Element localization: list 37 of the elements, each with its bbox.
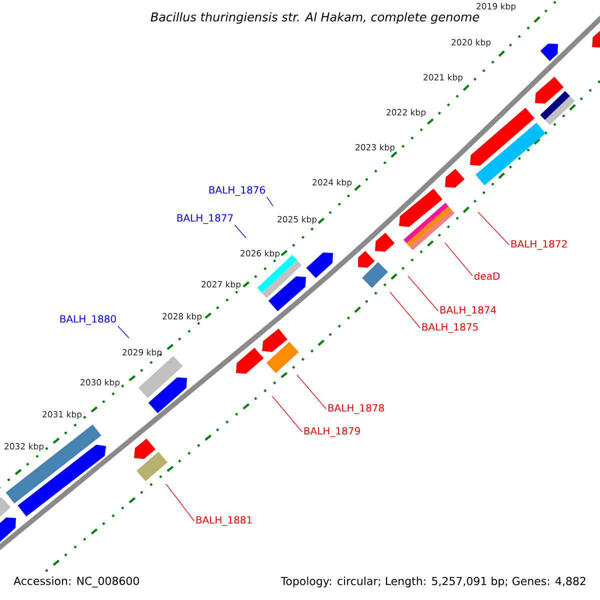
gene-label: BALH_1878 xyxy=(328,404,384,414)
leader-line xyxy=(266,196,274,206)
title: Bacillus thuringiensis str. Al Hakam, complete genome xyxy=(150,12,480,24)
accession-note: Accession: NC_008600 xyxy=(14,576,139,588)
gene-label: BALH_1875 xyxy=(422,323,478,333)
tick-label: 2030 kbp xyxy=(80,378,120,388)
gene-label: BALH_1877 xyxy=(177,214,233,224)
tick-label: 2023 kbp xyxy=(356,144,395,152)
gene-label: BALH_1874 xyxy=(440,306,496,316)
leader-line xyxy=(117,326,130,338)
gene-label: BALH_1876 xyxy=(209,186,265,196)
tick-label: 2024 kbp xyxy=(312,178,352,188)
genome-summary-note: Topology: circular; Length: 5,257,091 bp; Genes: 4,882 xyxy=(280,576,586,588)
tick-label: 2031 kbp xyxy=(42,410,82,420)
tick-label: 2026 kbp xyxy=(240,250,280,258)
gene-label: BALH_1880 xyxy=(60,315,116,325)
tick-label: 2032 kbp xyxy=(4,442,44,452)
leader-line xyxy=(390,292,421,328)
tick-label: 2022 kbp xyxy=(386,108,426,118)
tick-label: 2027 kbp xyxy=(202,280,241,290)
leader-line xyxy=(234,224,246,238)
leader-line xyxy=(478,212,510,246)
tick-label: 2029 kbp xyxy=(122,348,162,358)
tick-label: 2019 kbp xyxy=(476,2,516,12)
leader-line xyxy=(296,374,327,410)
tick-label: 2025 kbp xyxy=(278,216,317,224)
tick-label: 2028 kbp xyxy=(162,312,202,322)
gene-label: BALH_1872 xyxy=(511,240,567,250)
gene-label: BALH_1879 xyxy=(304,427,360,437)
leader-line xyxy=(444,242,473,276)
tick-label: 2020 kbp xyxy=(452,38,491,48)
tick-label: 2021 kbp xyxy=(424,74,463,82)
leader-line xyxy=(272,396,303,432)
gene-label: deaD xyxy=(474,272,500,280)
gene-label: BALH_1881 xyxy=(196,516,252,526)
leader-line xyxy=(408,276,439,312)
leader-line xyxy=(166,484,195,522)
